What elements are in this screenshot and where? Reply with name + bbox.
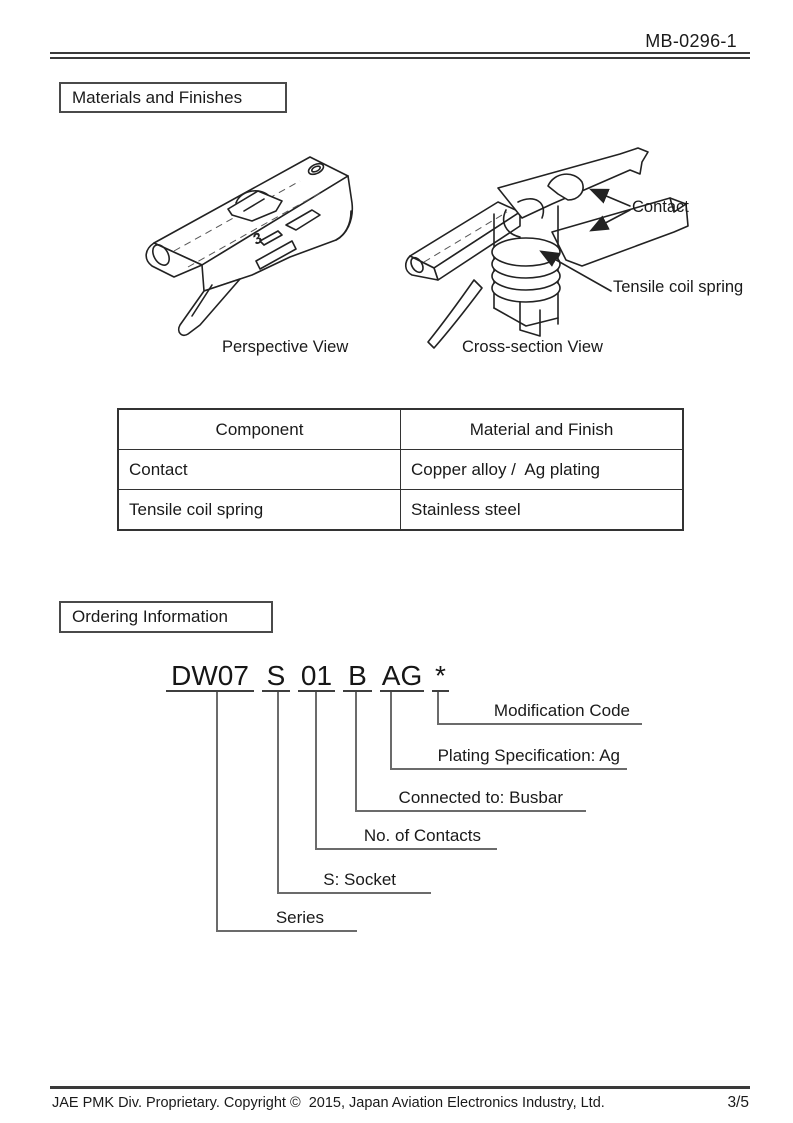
contact-label: Contact (632, 198, 689, 216)
code-segment-socket: S (262, 662, 290, 692)
tensile-coil-spring-label: Tensile coil spring (613, 278, 744, 296)
callout-hline-modcode (437, 723, 642, 725)
callout-label-series: Series (275, 908, 324, 927)
callout-vline-contacts (315, 692, 317, 849)
callout-vline-plating (390, 692, 392, 769)
callout-hline-contacts (315, 848, 497, 850)
code-segment-contacts: 01 (298, 662, 335, 692)
contact-arrow-lower (589, 209, 631, 232)
contact-arrow-upper (589, 188, 631, 207)
cell-component: Tensile coil spring (117, 489, 401, 531)
header-double-rule (50, 52, 750, 59)
footer-rule (50, 1086, 750, 1089)
callout-label-no-of-contacts: No. of Contacts (363, 826, 481, 845)
cross-section-view-caption: Cross-section View (462, 338, 603, 356)
col-header-component: Component (117, 408, 401, 450)
perspective-view-figure: 3 (140, 145, 395, 345)
code-segment-series: DW07 (166, 662, 254, 692)
footer-copyright: JAE PMK Div. Proprietary. Copyright © 20… (52, 1095, 605, 1111)
spring-arrow (539, 250, 612, 292)
section-title-ordering-label: Ordering Information (72, 607, 228, 626)
code-segment-modcode: * (432, 662, 449, 692)
callout-hline-busbar (355, 810, 586, 812)
callout-hline-plating (390, 768, 627, 770)
callout-vline-modcode (437, 692, 439, 724)
cell-component: Contact (117, 449, 401, 490)
table-header-row: Component Material and Finish (117, 408, 684, 450)
col-header-material: Material and Finish (400, 408, 684, 450)
callout-hline-socket (277, 892, 431, 894)
callout-vline-socket (277, 692, 279, 893)
cell-material: Stainless steel (400, 489, 684, 531)
callout-label-connected-to: Connected to: Busbar (398, 788, 563, 807)
code-segment-busbar: B (343, 662, 372, 692)
materials-table: Component Material and Finish Contact Co… (117, 408, 684, 531)
perspective-view-caption: Perspective View (222, 338, 349, 356)
section-title-materials: Materials and Finishes (59, 82, 287, 113)
code-segment-plating: AG (380, 660, 424, 692)
callout-vline-busbar (355, 692, 357, 811)
footer-page-number: 3/5 (727, 1094, 749, 1111)
perspective-view-drawing: 3 (145, 156, 354, 337)
doc-number: MB-0296-1 (645, 31, 737, 51)
callout-label-modification-code: Modification Code (493, 701, 630, 720)
table-row: Tensile coil spring Stainless steel (117, 489, 684, 531)
section-title-ordering: Ordering Information (59, 601, 273, 633)
callout-label-plating-spec: Plating Specification: Ag (437, 746, 620, 765)
table-row: Contact Copper alloy / Ag plating (117, 449, 684, 490)
callout-vline-series (216, 692, 218, 931)
section-title-materials-label: Materials and Finishes (72, 87, 243, 107)
cross-section-figure (402, 140, 760, 368)
callout-label-socket: S: Socket (323, 870, 396, 889)
cell-material: Copper alloy / Ag plating (400, 449, 684, 490)
cross-section-drawing (404, 147, 689, 349)
callout-hline-series (216, 930, 357, 932)
